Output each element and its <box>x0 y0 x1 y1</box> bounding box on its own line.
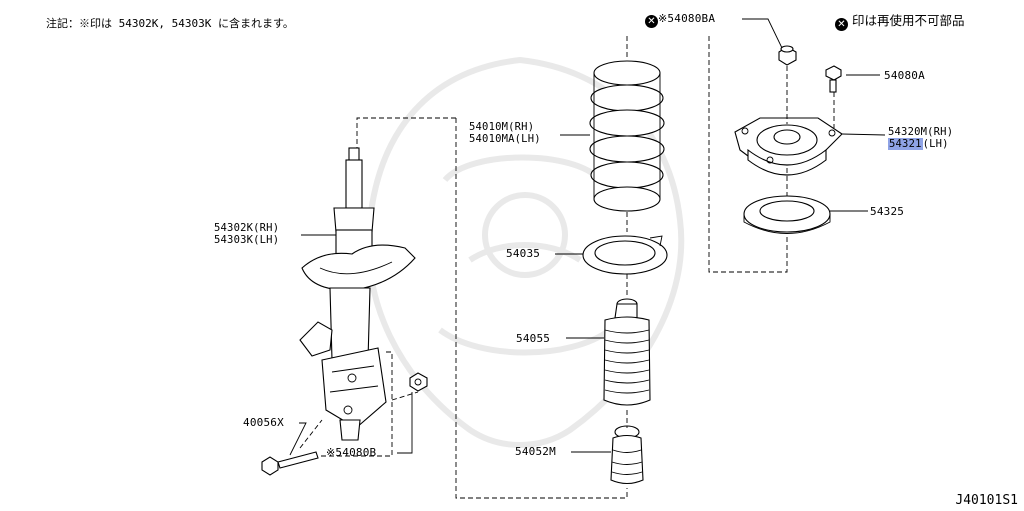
circle-x-icon: ✕ <box>645 15 658 28</box>
part-label-54010M[interactable]: 54010M(RH) 54010MA(LH) <box>469 121 541 145</box>
part-label-54302K[interactable]: 54302K(RH) 54303K(LH) <box>214 222 279 246</box>
watermark-emblem <box>365 56 685 448</box>
part-label-54055[interactable]: 54055 <box>516 332 551 345</box>
part-number: 54080BA <box>667 12 716 25</box>
mount-nut-part[interactable] <box>778 45 797 66</box>
part-number-lh: 54303K(LH) <box>214 234 280 246</box>
mount-bolt-part[interactable] <box>825 65 842 93</box>
circle-x-icon: ✕ <box>835 18 848 31</box>
part-side: (LH) <box>922 138 949 150</box>
part-label-54035[interactable]: 54035 <box>506 247 541 260</box>
strut-assembly-part[interactable] <box>299 147 416 441</box>
part-label-54080B[interactable]: ※54080B <box>326 447 376 459</box>
part-label-54080BA[interactable]: ✕※54080BA <box>645 13 715 28</box>
strut-lower-nut-part[interactable] <box>409 372 428 392</box>
bound-bumper-part[interactable] <box>610 425 644 485</box>
strut-mount-insulator-part[interactable] <box>734 117 843 176</box>
assembly-dashed-lines <box>299 36 835 499</box>
spring-seat-rubber-part[interactable] <box>582 235 668 275</box>
leader-lines <box>289 18 886 456</box>
part-number-lh: 54321(LH) <box>888 138 953 150</box>
strut-bearing-part[interactable] <box>743 195 831 234</box>
diagram-reference-code: J40101S1 <box>955 493 1018 508</box>
coil-spring-part[interactable] <box>589 60 665 212</box>
highlighted-part-number[interactable]: 54321 <box>888 138 923 150</box>
part-label-54052M[interactable]: 54052M <box>515 445 556 458</box>
bumper-cover-part[interactable] <box>603 298 651 406</box>
diagram-note: 注記：※印は 54302K, 54303K に含まれます。 <box>46 17 294 30</box>
non-reusable-legend: ✕ 印は再使用不可部品 <box>835 10 965 31</box>
part-label-40056X[interactable]: 40056X <box>243 416 284 429</box>
part-number: 54080B <box>335 446 377 459</box>
part-mark: ※ <box>658 12 668 25</box>
strut-lower-bolt-part[interactable] <box>261 451 319 476</box>
legend-text: 印は再使用不可部品 <box>851 13 965 28</box>
part-mark: ※ <box>326 446 336 459</box>
part-label-54325[interactable]: 54325 <box>870 205 905 218</box>
part-label-54080A[interactable]: 54080A <box>884 69 925 82</box>
part-number-rh: 54010M(RH) <box>469 121 535 133</box>
part-number-rh: 54320M(RH) <box>888 126 954 138</box>
part-number-lh: 54010MA(LH) <box>469 133 541 145</box>
part-label-54320M[interactable]: 54320M(RH) 54321(LH) <box>888 126 953 150</box>
part-number-rh: 54302K(RH) <box>214 222 280 234</box>
